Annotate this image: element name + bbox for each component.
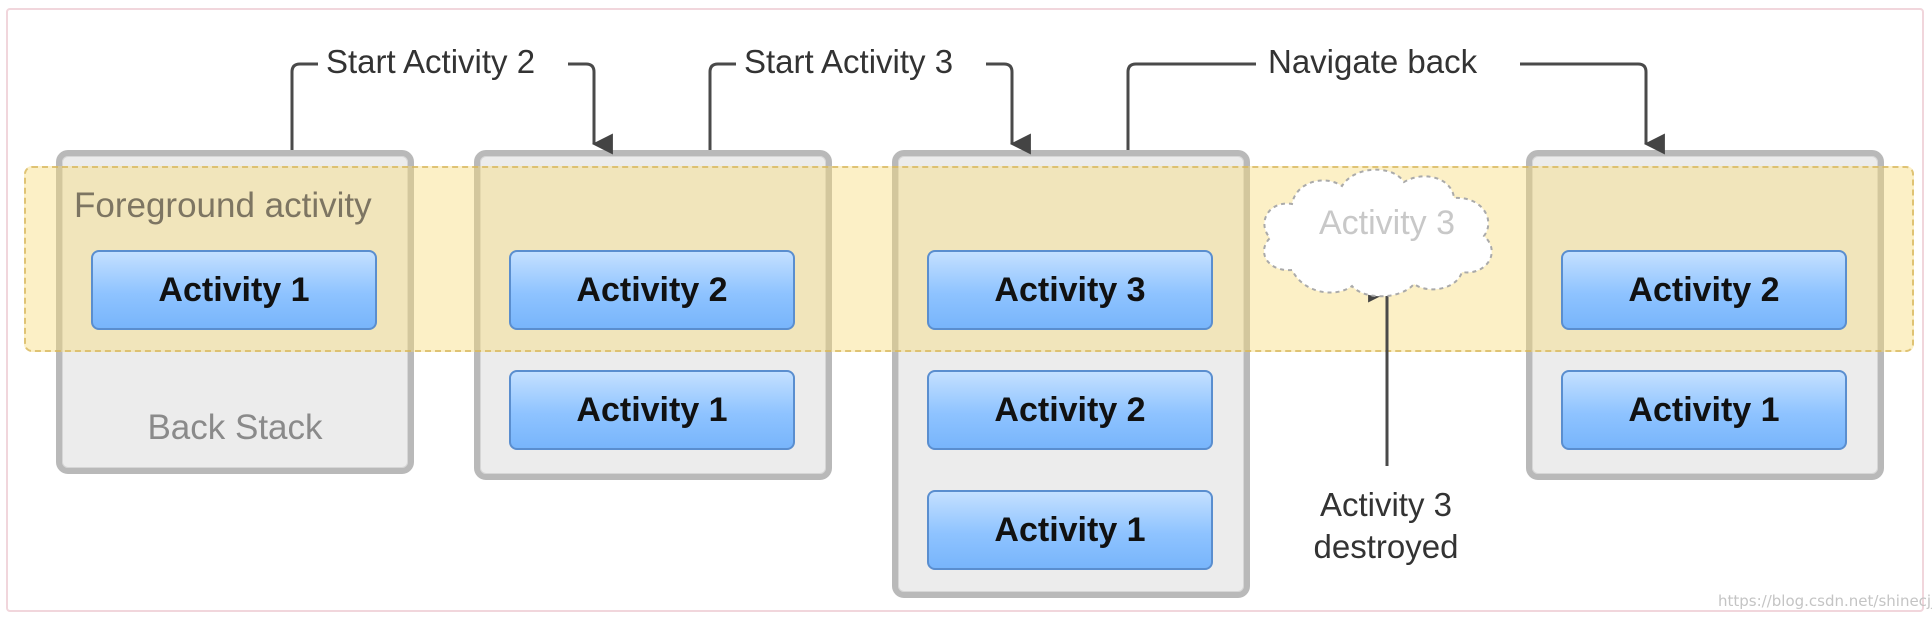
activity-box: Activity 3: [927, 250, 1213, 330]
activity-box: Activity 1: [509, 370, 795, 450]
navigate-back-label: Navigate back: [1260, 43, 1486, 81]
activity-box: Activity 1: [91, 250, 377, 330]
start-activity-3-arrow: [708, 62, 1012, 150]
watermark-text: https://blog.csdn.net/shinecjj: [1718, 592, 1932, 610]
start-activity-3-label: Start Activity 3: [736, 43, 962, 81]
activity-box: Activity 2: [509, 250, 795, 330]
activity-box: Activity 2: [1561, 250, 1847, 330]
start-activity-2-label: Start Activity 2: [318, 43, 544, 81]
back-stack-label: Back Stack: [147, 408, 323, 447]
start-activity-2-arrow: [290, 62, 594, 150]
navigate-back-arrow: [1126, 62, 1646, 150]
foreground-activity-label: Foreground activity: [74, 186, 372, 225]
cloud-activity-label: Activity 3: [1318, 204, 1456, 242]
activity-box: Activity 1: [1561, 370, 1847, 450]
cloud-icon: [1263, 168, 1493, 298]
diagram-frame: [6, 8, 1924, 612]
activity-box: Activity 2: [927, 370, 1213, 450]
destroyed-caption-line2: destroyed: [1313, 528, 1459, 565]
destroyed-caption-line1: Activity 3: [1319, 486, 1453, 523]
activity-box: Activity 1: [927, 490, 1213, 570]
